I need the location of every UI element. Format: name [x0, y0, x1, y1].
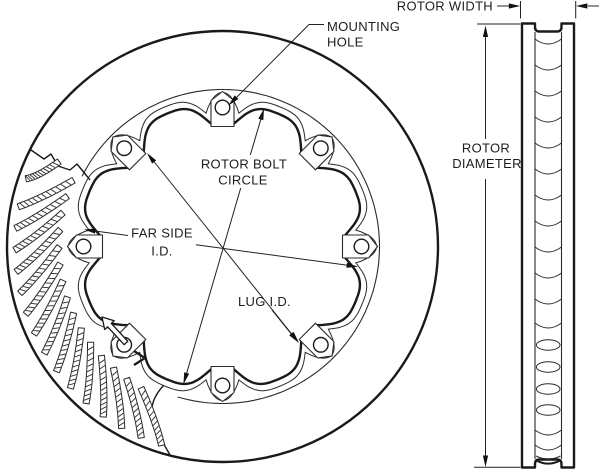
vane-hatching [19, 250, 60, 292]
vane-hatching [16, 197, 66, 229]
vane-hatching [54, 317, 76, 369]
cooling-vane-cutaway [12, 158, 166, 447]
cutaway-break-edge-top [30, 149, 91, 181]
far-side-id-arrow-right [346, 262, 358, 268]
rotor-plate-inner-faces [534, 32, 563, 459]
cooling-vane [123, 376, 145, 439]
chevron-mark [133, 350, 148, 366]
bolt-circle-dim-line [183, 187, 242, 385]
cooling-vane [22, 261, 64, 317]
mounting-hole [214, 377, 231, 394]
cooling-vane [13, 193, 70, 232]
rotor-width-arrow-right [575, 3, 588, 9]
far-side-id-dim-line [195, 244, 356, 267]
vane-edges-side [534, 38, 562, 460]
mounting-hole [312, 336, 329, 353]
bolt-circle-arrow-top [258, 108, 264, 121]
dimension-lines [84, 1, 599, 468]
lug-id-arrow-top [147, 153, 157, 164]
cooling-vane [97, 354, 108, 418]
rotor-diameter-arrow-bottom [482, 455, 489, 467]
bolt-circle-arrow-bottom [183, 372, 190, 384]
cooling-vane [12, 209, 66, 254]
cooling-vane [30, 278, 67, 337]
mounting-hole-leader [230, 24, 324, 104]
cooling-vane [82, 341, 95, 405]
rotor-diameter-label-line2: DIAMETER [452, 156, 522, 171]
rotor-bolt-circle-label-line1: ROTOR BOLT [201, 157, 287, 172]
vane-hatching [25, 268, 61, 312]
cooling-vane [17, 244, 63, 296]
cooling-vane [16, 177, 76, 211]
vane-hatching [33, 285, 64, 332]
vane-hatching [68, 332, 84, 386]
cooling-vane [137, 385, 166, 447]
rotor-width-arrow-left [508, 3, 521, 9]
vane-channel-floor [536, 459, 561, 465]
cooling-vane [24, 158, 62, 183]
rotor-diameter-arrow-top [482, 25, 489, 37]
vane-opening-side [535, 383, 561, 395]
vane-hatching [43, 301, 69, 351]
mounting-hole [214, 99, 231, 116]
vane-hatching [19, 181, 72, 208]
rotation-direction-marks [101, 316, 148, 366]
rotor-cross-section-outline [520, 22, 576, 469]
cooling-vane [41, 295, 71, 356]
mounting-hole [312, 140, 329, 157]
far-side-id-label-line2: I.D. [151, 244, 172, 259]
rotor-side-view [520, 22, 576, 469]
vane-hatching [99, 359, 107, 415]
vane-hatching [15, 215, 62, 250]
bolt-circle-dim-line [249, 115, 263, 156]
cooling-vane [53, 311, 78, 374]
mounting-hole-bosses [66, 90, 379, 403]
cooling-vane [13, 226, 64, 275]
vane-hatching [83, 346, 94, 401]
lug-id-dim-line [149, 155, 297, 341]
cooling-vane [66, 327, 85, 390]
mounting-hole-arrow [228, 95, 239, 106]
rotation-direction-arrow [101, 316, 129, 346]
vane-hatching [141, 390, 164, 444]
mounting-hole [353, 238, 370, 255]
far-side-id-label-line1: FAR SIDE [131, 226, 193, 241]
dimension-labels: MOUNTING HOLE ROTOR WIDTH ROTOR DIAMETER… [131, 0, 522, 309]
rotor-bolt-circle-label-line2: CIRCLE [218, 173, 268, 188]
vane-opening-side [535, 339, 561, 351]
mounting-hole [75, 238, 92, 255]
mounting-hole-label-line2: HOLE [327, 35, 364, 50]
mounting-hole [116, 140, 133, 157]
cooling-vane [109, 366, 126, 429]
vane-hatching [16, 232, 60, 271]
rotor-diameter-label-line1: ROTOR [462, 141, 510, 156]
rotor-outer-rim [5, 29, 440, 464]
lug-id-leader-arrow [289, 331, 299, 343]
rotor-width-label: ROTOR WIDTH [397, 0, 493, 14]
vane-hatching [112, 371, 125, 427]
far-side-id-arrow-left [84, 228, 96, 234]
vane-hatching [25, 162, 59, 181]
lug-id-label: LUG I.D. [238, 294, 291, 309]
mounting-hole-label-line1: MOUNTING [327, 19, 400, 34]
friction-band-inner-edge [81, 88, 381, 405]
vane-hatching [126, 381, 144, 436]
vane-opening-side [535, 361, 561, 373]
vane-opening-side [535, 404, 561, 416]
